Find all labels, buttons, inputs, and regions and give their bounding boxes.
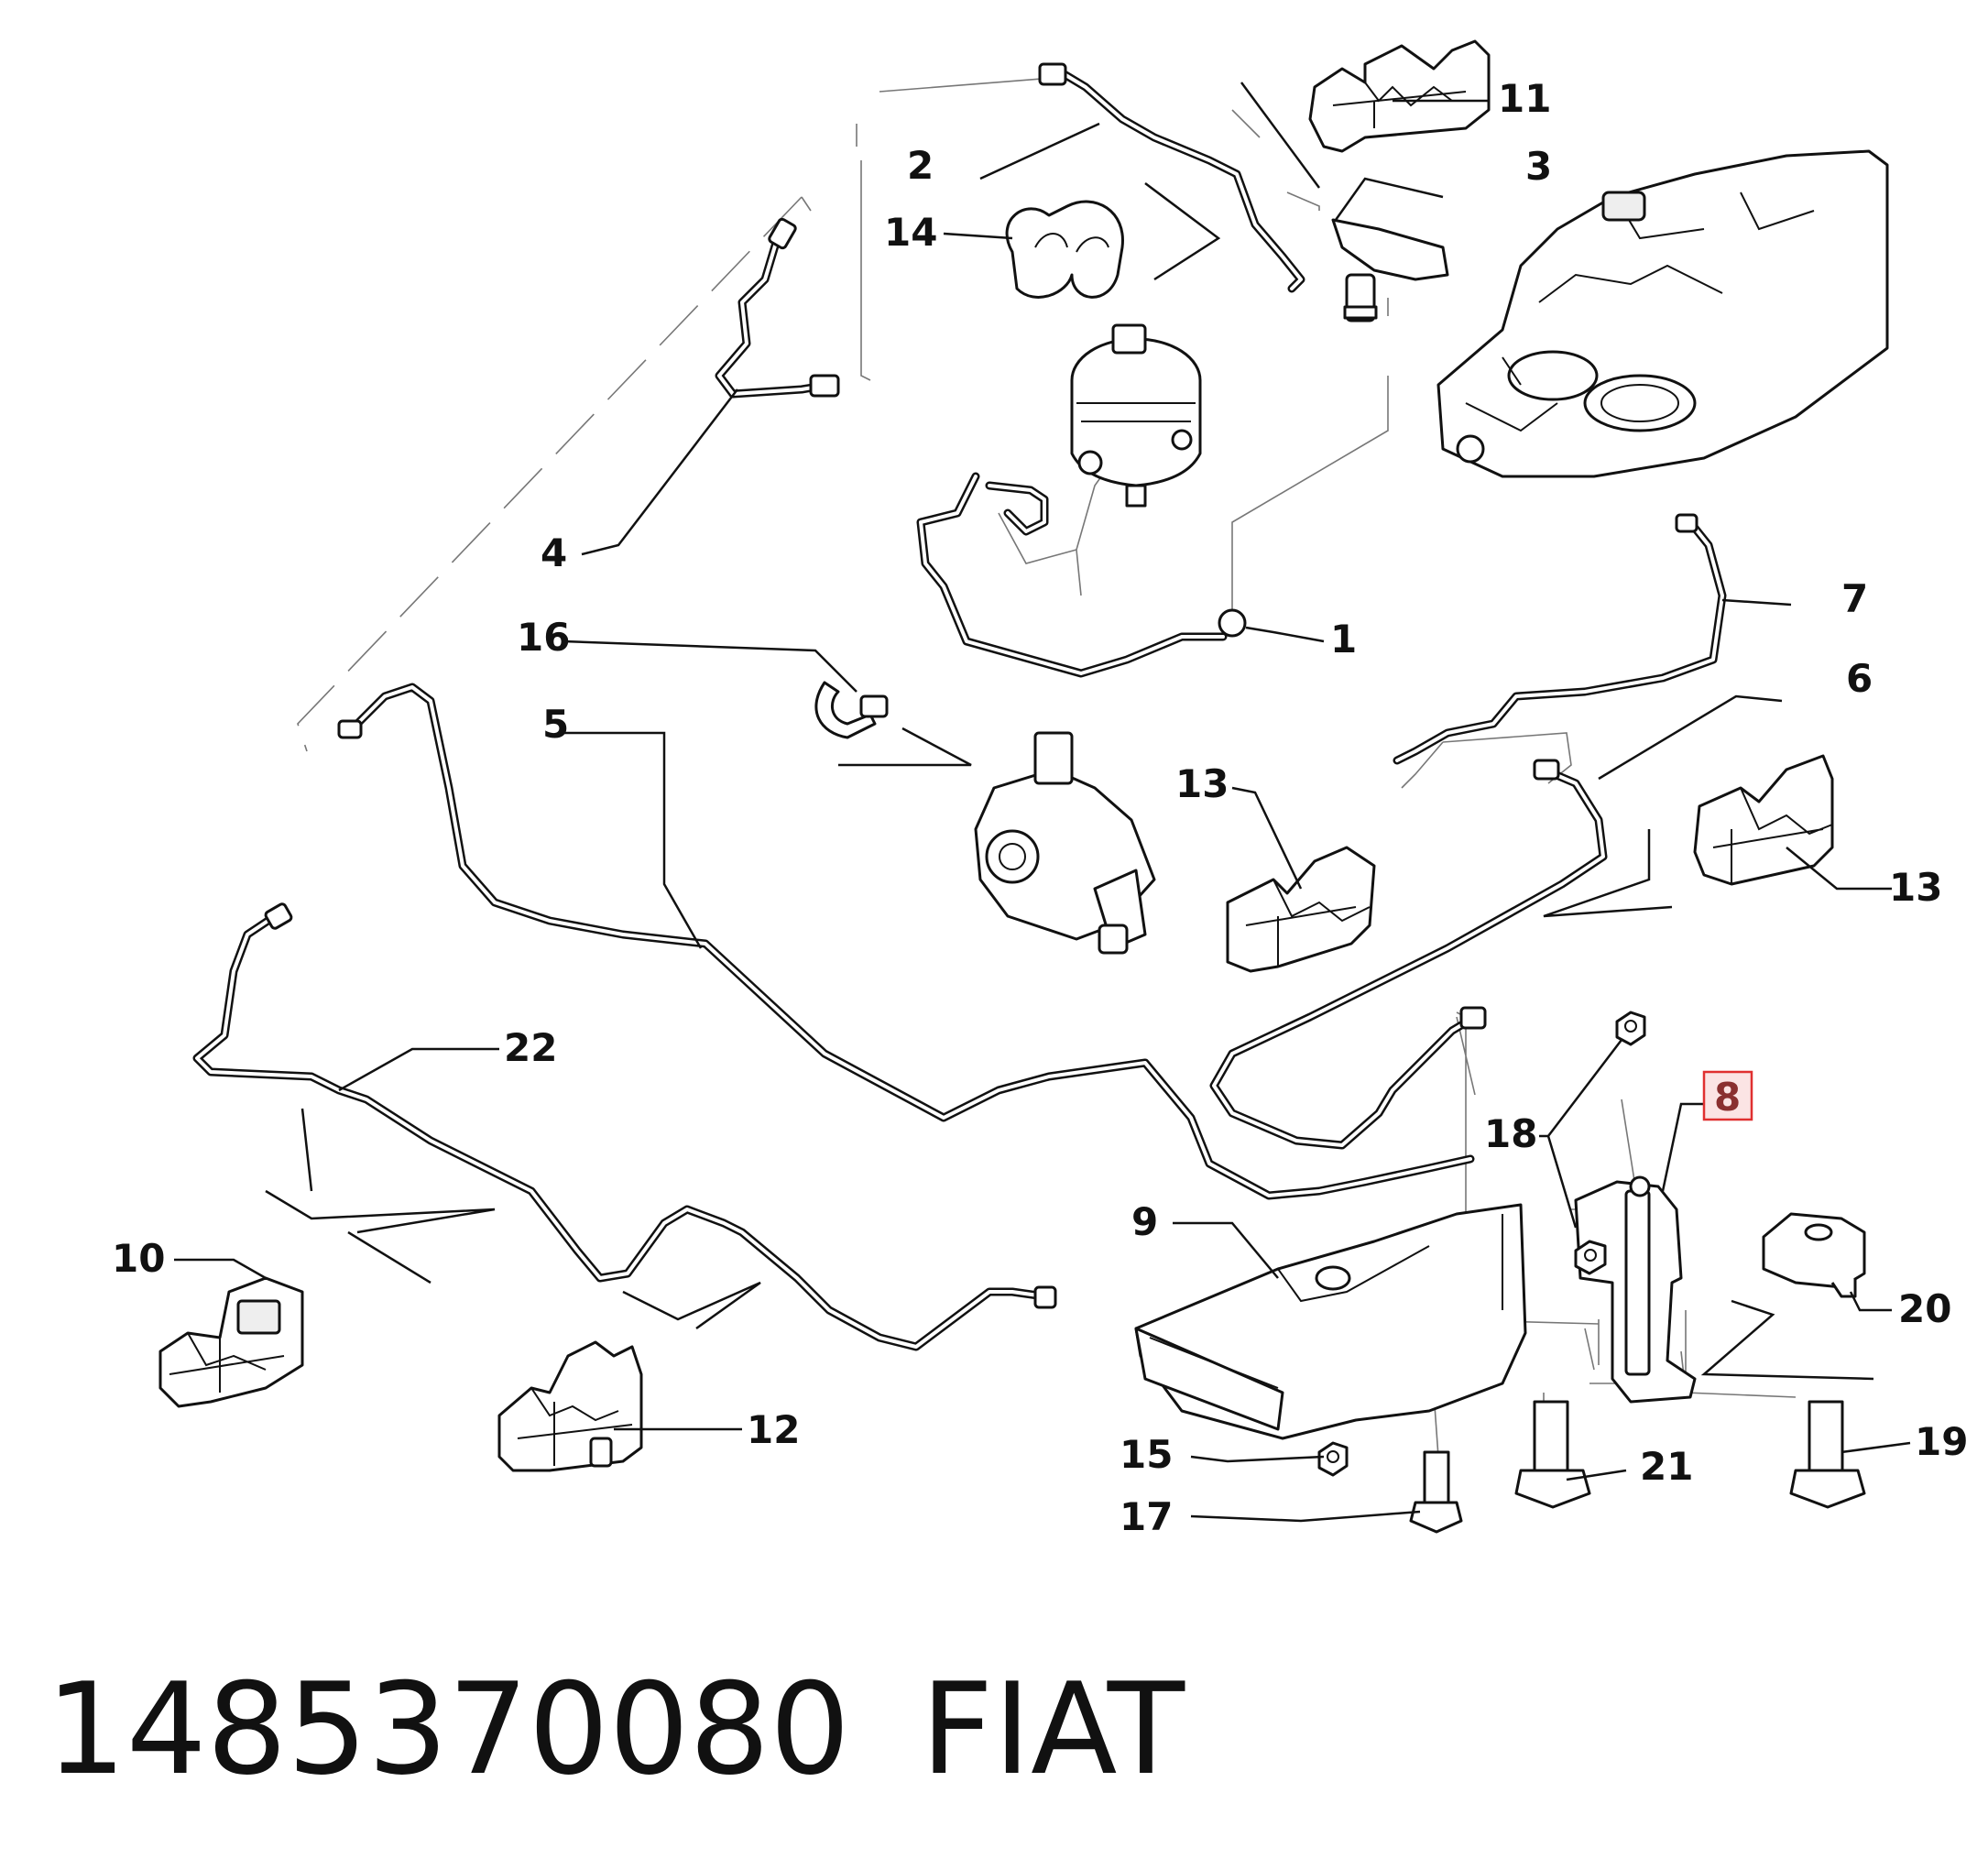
leader-21 <box>1566 1469 1627 1481</box>
leader-5 <box>563 731 703 949</box>
leader-18 <box>1539 1039 1622 1229</box>
brand-name: FIAT <box>921 1656 1185 1803</box>
label-18: 18 <box>1484 1111 1537 1156</box>
label-8: 8 <box>1714 1075 1741 1120</box>
leader-8 <box>1661 1102 1704 1192</box>
label-15: 15 <box>1120 1432 1173 1477</box>
pipe-2 <box>1038 62 1305 293</box>
label-19: 19 <box>1915 1419 1968 1464</box>
label-11: 11 <box>1498 76 1551 121</box>
high-pressure-pump <box>974 731 1156 955</box>
pipe-6 <box>1209 759 1608 1150</box>
leader-16 <box>563 639 857 693</box>
leader-14 <box>943 232 1013 240</box>
label-16: 16 <box>517 615 570 660</box>
parts <box>158 39 1889 1534</box>
heat-shield-9 <box>1134 1203 1527 1440</box>
label-5: 5 <box>542 702 569 747</box>
fuel-tank <box>1436 149 1889 478</box>
clip-10 <box>158 1276 304 1408</box>
nut-18-top <box>1615 1011 1646 1046</box>
leader-4 <box>581 388 738 556</box>
pipe-1 <box>916 472 1247 678</box>
pipe-4 <box>715 217 840 399</box>
label-12: 12 <box>747 1407 800 1452</box>
bolt-17 <box>1409 1450 1463 1534</box>
leader-3 <box>1334 177 1444 221</box>
bolt-19 <box>1789 1400 1866 1509</box>
label-21: 21 <box>1640 1444 1693 1489</box>
explosion-markers <box>265 82 1874 1381</box>
label-20: 20 <box>1898 1286 1951 1331</box>
fuel-filter <box>1070 323 1202 508</box>
nut-18-lower <box>1574 1240 1607 1275</box>
label-4: 4 <box>541 530 567 575</box>
part-number: 1485370080 <box>46 1656 850 1803</box>
pipe-7 <box>1393 513 1727 765</box>
clip-11 <box>1308 39 1491 153</box>
label-9: 9 <box>1131 1199 1158 1244</box>
label-7: 7 <box>1841 576 1868 621</box>
label-10: 10 <box>112 1236 165 1281</box>
leader-6 <box>1598 694 1783 781</box>
leader-13-right <box>1786 847 1892 891</box>
label-13-center: 13 <box>1175 761 1229 806</box>
leader-9 <box>1173 1221 1279 1279</box>
label-3: 3 <box>1525 144 1552 189</box>
label-13-right: 13 <box>1889 865 1942 910</box>
callout-leaders <box>174 99 1911 1523</box>
label-17: 17 <box>1120 1494 1173 1539</box>
leader-15 <box>1190 1455 1325 1463</box>
clamp-14 <box>1005 200 1124 299</box>
clip-13-right <box>1693 754 1834 886</box>
callout-numbers: 1 2 3 4 5 6 7 8 9 10 11 12 13 13 14 15 1… <box>112 76 1968 1539</box>
leader-22 <box>338 1047 499 1092</box>
pipe-22 <box>192 902 1057 1351</box>
clamp-16 <box>814 681 889 739</box>
label-6: 6 <box>1846 656 1873 701</box>
bolt-21 <box>1514 1400 1591 1509</box>
leader-19 <box>1841 1441 1911 1454</box>
leader-13-center <box>1231 786 1303 890</box>
clip-12 <box>497 1340 643 1472</box>
fuel-pipes <box>192 62 1727 1351</box>
label-1: 1 <box>1330 617 1357 661</box>
leader-10 <box>174 1258 267 1280</box>
leader-1 <box>1245 626 1325 643</box>
pipe-5 <box>337 683 1475 1200</box>
bracket-8 <box>1574 1175 1697 1404</box>
leader-7 <box>1721 598 1792 607</box>
highlight-box-8 <box>1702 1070 1753 1121</box>
leader-20 <box>1849 1291 1892 1312</box>
clip-13-center <box>1226 846 1376 973</box>
clip-nut-20 <box>1762 1212 1866 1298</box>
label-22: 22 <box>504 1025 557 1070</box>
label-14: 14 <box>884 210 937 255</box>
sensor-3 <box>1331 218 1449 322</box>
label-2: 2 <box>907 143 934 188</box>
leader-17 <box>1190 1510 1421 1523</box>
leader-2 <box>979 122 1100 180</box>
nut-15 <box>1317 1441 1349 1477</box>
